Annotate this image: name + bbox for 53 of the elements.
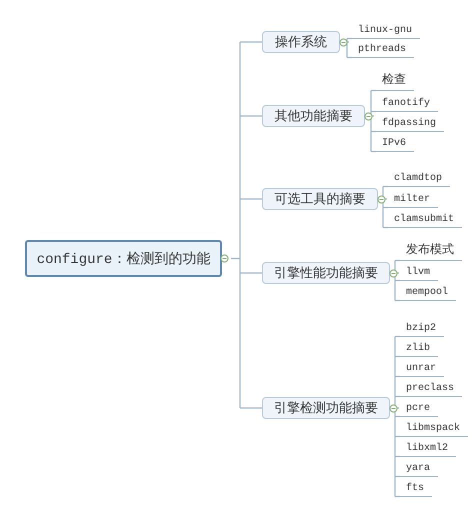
connector-line bbox=[240, 407, 262, 409]
subtopic-label: llvm bbox=[400, 263, 438, 281]
connector-line bbox=[394, 336, 400, 498]
subtopic-label: unrar bbox=[400, 359, 444, 377]
connector-line bbox=[395, 280, 400, 282]
connector-line bbox=[383, 206, 388, 208]
connector-line bbox=[395, 436, 400, 438]
connector-line bbox=[230, 41, 241, 409]
connector-line bbox=[383, 186, 388, 188]
connector-line bbox=[240, 115, 262, 117]
connector-line bbox=[395, 336, 400, 338]
connector-line bbox=[395, 356, 400, 358]
subtopic-label: libmspack bbox=[400, 419, 468, 437]
subtopic-label: preclass bbox=[400, 379, 462, 397]
connector-line bbox=[383, 226, 388, 228]
connector-line bbox=[240, 41, 262, 43]
connector-line bbox=[371, 130, 376, 132]
connector-line bbox=[240, 272, 262, 274]
connector-line bbox=[346, 38, 350, 58]
connector-line bbox=[394, 260, 400, 302]
subtopic-label: linux-gnu bbox=[352, 21, 420, 39]
subtopic-label: libxml2 bbox=[400, 439, 456, 457]
subtopic-label: bzip2 bbox=[400, 319, 444, 337]
subtopic-label: fdpassing bbox=[376, 114, 444, 132]
connector-line bbox=[395, 476, 400, 478]
connector-line bbox=[347, 38, 352, 40]
subtopic-label: fanotify bbox=[376, 94, 438, 112]
subtopic-label: yara bbox=[400, 459, 438, 477]
connector-line bbox=[240, 198, 262, 200]
connector-line bbox=[395, 496, 400, 498]
connector-line bbox=[395, 456, 400, 458]
connector-line bbox=[395, 416, 400, 418]
connector-line bbox=[371, 110, 376, 112]
connector-line bbox=[371, 90, 376, 92]
subtopic-label: clamsubmit bbox=[388, 210, 462, 228]
subtopic-label: pthreads bbox=[352, 40, 414, 58]
connector-line bbox=[370, 90, 375, 152]
connector-line bbox=[382, 186, 388, 228]
subtopic-label: zlib bbox=[400, 339, 438, 357]
subtopic-label: milter bbox=[388, 190, 438, 208]
connector-line bbox=[347, 56, 352, 58]
subtopic-label: mempool bbox=[400, 283, 456, 301]
connector-line bbox=[395, 300, 400, 302]
subtopic-label: 发布模式 bbox=[400, 243, 462, 261]
connector-line bbox=[371, 150, 376, 152]
subtopic-label: clamdtop bbox=[388, 169, 450, 187]
connector-line bbox=[395, 376, 400, 378]
connector-line bbox=[395, 396, 400, 398]
subtopic-label: 检查 bbox=[376, 73, 414, 91]
subtopic-label: IPv6 bbox=[376, 134, 414, 152]
connector-line bbox=[395, 260, 400, 262]
subtopic-label: pcre bbox=[400, 399, 438, 417]
subtopic-label: fts bbox=[400, 479, 432, 497]
